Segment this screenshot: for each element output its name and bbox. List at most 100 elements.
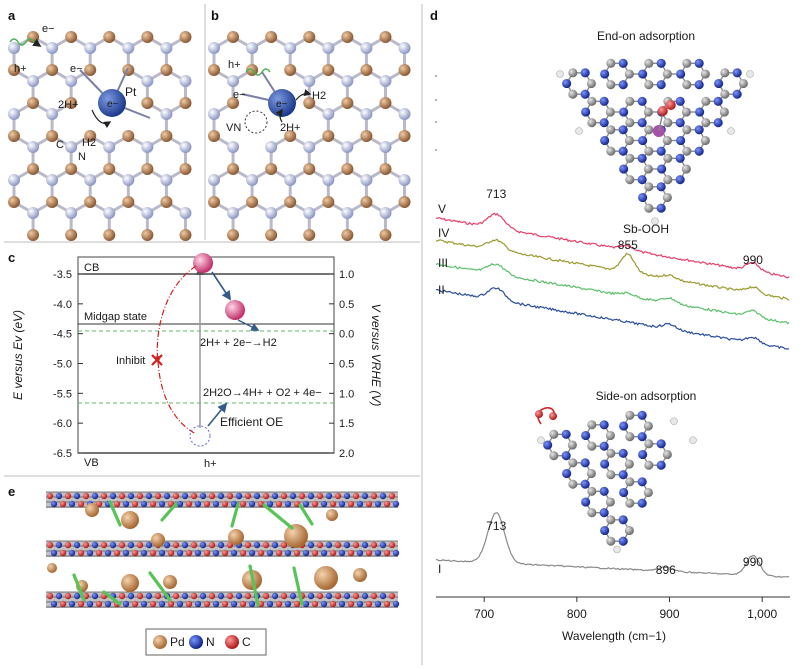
- nitrogen-ball: [600, 135, 610, 146]
- carbon-atom: [322, 64, 335, 76]
- nitrogen-atom: [208, 42, 220, 54]
- c-atom: [329, 549, 337, 557]
- side-on-molecule: [535, 407, 697, 554]
- pd-atom: [284, 524, 308, 548]
- n-atom: [181, 492, 189, 500]
- carbon-atom: [84, 130, 97, 142]
- nitrogen-atom: [360, 42, 373, 54]
- carbon-nitride-lattice-a: [8, 31, 192, 241]
- c-atom: [100, 541, 108, 549]
- c-atom: [113, 500, 121, 508]
- nitrogen-ball: [618, 80, 628, 90]
- carbon-atom: [84, 64, 97, 76]
- carbon-atom: [265, 229, 278, 241]
- carbon-atom: [27, 229, 40, 241]
- n-atom: [235, 492, 243, 500]
- n-atom: [289, 492, 297, 500]
- c-atom: [239, 549, 247, 557]
- carbon-atom: [379, 229, 392, 241]
- carbon-atom: [360, 196, 373, 208]
- nitrogen-atom: [27, 207, 40, 219]
- electron-path: [292, 566, 304, 606]
- carbon-atom: [160, 130, 173, 142]
- c-atom: [64, 541, 72, 549]
- c-atom: [208, 492, 216, 500]
- pd-atom: [151, 533, 165, 547]
- carbon-atom: [341, 163, 354, 175]
- carbon-ball: [625, 498, 635, 508]
- carbon-atom: [179, 97, 192, 109]
- nitrogen-atom: [246, 42, 259, 54]
- c-atom: [59, 500, 67, 508]
- c-atom: [221, 600, 229, 608]
- hydrogen-ball: [727, 127, 735, 135]
- c-right-tick-label: 0.5: [339, 359, 354, 371]
- electron-path: [160, 502, 178, 522]
- n-atom: [343, 541, 351, 549]
- legend-label-c: C: [242, 635, 251, 649]
- carbon-atom: [360, 64, 373, 76]
- n-atom: [320, 600, 328, 608]
- c-atom: [311, 549, 319, 557]
- c-atom: [136, 541, 144, 549]
- carbon-ball: [605, 497, 615, 507]
- c-atom: [262, 492, 270, 500]
- electron-path: [148, 571, 172, 602]
- nitrogen-ball: [543, 440, 553, 450]
- carbon-ball: [625, 153, 635, 163]
- c-atom: [77, 600, 85, 608]
- n-atom: [68, 549, 76, 557]
- peak-label: 713: [486, 187, 506, 201]
- carbon-ball: [700, 135, 710, 146]
- end-on-molecule: [556, 58, 754, 226]
- c-atom: [347, 500, 355, 508]
- d-tick-label: 700: [474, 607, 494, 621]
- n-atom: [86, 549, 94, 557]
- carbon-atom: [341, 97, 354, 109]
- c-atom: [46, 541, 54, 549]
- nitrogen-ball: [618, 146, 628, 156]
- c-atom: [136, 492, 144, 500]
- n-atom: [230, 600, 238, 608]
- carbon-atom: [84, 196, 97, 208]
- n-atom: [145, 592, 153, 600]
- nitrogen-ball: [580, 458, 590, 468]
- b-h2-arrow: [295, 89, 312, 101]
- n-atom: [91, 492, 99, 500]
- n-atom: [176, 549, 184, 557]
- panel-b-label: b: [211, 8, 219, 23]
- pt-atom: e− Pt: [79, 67, 151, 119]
- legend-swatch-c: [225, 635, 239, 649]
- n-atom: [307, 492, 315, 500]
- carbon-atom: [65, 97, 78, 109]
- carbon-ball: [586, 468, 596, 479]
- c-atom: [95, 549, 103, 557]
- nitrogen-atom: [46, 42, 59, 54]
- carbon-ball: [568, 479, 578, 489]
- c-atom: [352, 592, 360, 600]
- carbon-atom: [46, 196, 59, 208]
- c-atom: [388, 541, 396, 549]
- c-atom: [82, 541, 90, 549]
- carbon-ball: [644, 460, 654, 470]
- carbon-atom: [103, 31, 116, 43]
- nitrogen-atom: [27, 141, 40, 153]
- carbon-ball: [701, 118, 711, 128]
- carbon-atom: [160, 196, 173, 208]
- nitrogen-atom: [303, 141, 316, 153]
- electron-path: [248, 564, 260, 607]
- n-atom: [356, 549, 364, 557]
- n-atom: [199, 492, 207, 500]
- carbon-ball: [681, 107, 691, 117]
- nitrogen-ball: [638, 449, 648, 460]
- c-atom: [172, 541, 180, 549]
- c-left-ticks: -3.5-4.0-4.5-5.0-5.5-6.0-6.5: [53, 269, 83, 460]
- panel-d-label: d: [430, 8, 438, 23]
- carbon-atom: [227, 97, 240, 109]
- n-atom: [127, 541, 135, 549]
- oxygen-ball: [549, 412, 557, 421]
- nitrogen-ball: [676, 69, 686, 79]
- carbon-ball: [568, 458, 578, 468]
- c-atom: [370, 541, 378, 549]
- b-electron-label: e−: [233, 89, 246, 101]
